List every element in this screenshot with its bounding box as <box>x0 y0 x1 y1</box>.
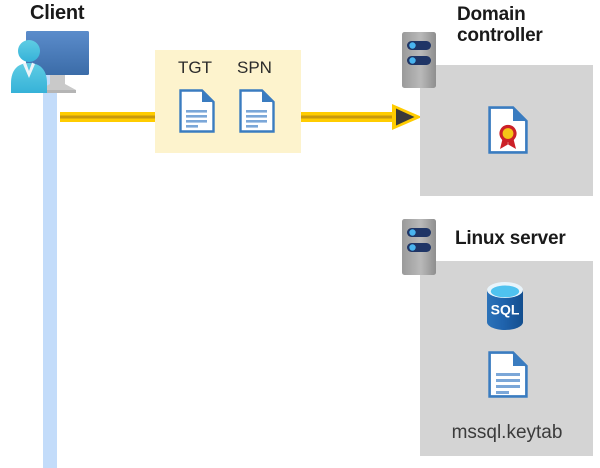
sql-database-label: SQL <box>491 302 520 318</box>
client-title: Client <box>30 2 85 24</box>
domain-controller-server-rack-icon <box>402 32 436 88</box>
spn-label: SPN <box>237 58 272 77</box>
sql-database-icon: SQL <box>484 281 526 331</box>
client-lifeline <box>43 72 57 468</box>
linux-server-rack-icon <box>402 219 436 275</box>
keytab-filename-label: mssql.keytab <box>451 422 563 443</box>
tgt-label: TGT <box>178 58 212 77</box>
linux-server-title: Linux server <box>455 228 566 249</box>
spn-document-icon <box>239 89 275 133</box>
domain-controller-title: Domain controller <box>457 4 543 47</box>
tgt-document-icon <box>179 89 215 133</box>
kerberos-message-box <box>155 50 301 153</box>
certificate-icon <box>488 106 528 154</box>
user-workstation-icon <box>6 24 98 96</box>
keytab-document-icon <box>488 351 528 398</box>
